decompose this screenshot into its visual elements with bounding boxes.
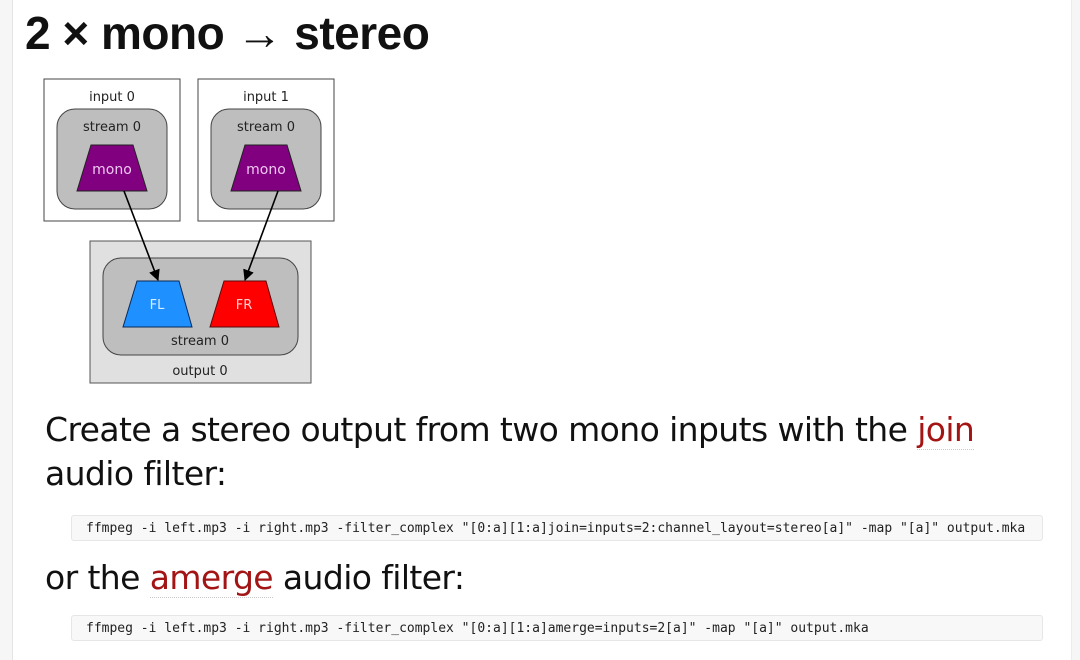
- join-link[interactable]: join: [917, 410, 975, 450]
- section-heading: 2 × mono → stereo: [25, 7, 430, 59]
- input-1-stream-label: stream 0: [237, 120, 295, 135]
- input-0-channel-label: mono: [92, 162, 132, 178]
- output-fr-label: FR: [236, 298, 253, 313]
- output-stream-label: stream 0: [171, 334, 229, 349]
- channel-diagram: input 0 stream 0 mono input 1 stream 0 m…: [43, 78, 335, 384]
- input-1-mono-node: [230, 144, 302, 192]
- amerge-description: or the amerge audio filter:: [45, 556, 1055, 600]
- input-1-channel-label: mono: [246, 162, 286, 178]
- edge-input1-to-fr: [243, 190, 279, 282]
- input-0-box: input 0 stream 0 mono: [43, 78, 181, 222]
- output-fl-label: FL: [150, 298, 165, 313]
- input-0-stream-label: stream 0: [83, 120, 141, 135]
- amerge-link[interactable]: amerge: [149, 558, 274, 598]
- output-0-label: output 0: [172, 364, 227, 379]
- paragraph2-tail: audio filter:: [273, 558, 465, 597]
- paragraph1-text: Create a stereo output from two mono inp…: [45, 410, 918, 449]
- input-0-label: input 0: [89, 90, 135, 105]
- join-code-block: ffmpeg -i left.mp3 -i right.mp3 -filter_…: [71, 515, 1043, 541]
- input-1-box: input 1 stream 0 mono: [197, 78, 335, 222]
- output-fl-node: [122, 280, 193, 328]
- join-description: Create a stereo output from two mono inp…: [45, 408, 1055, 496]
- paragraph2-text: or the: [45, 558, 150, 597]
- content-column: 2 × mono → stereo input 0 stream 0 mono …: [12, 0, 1072, 660]
- amerge-code-block: ffmpeg -i left.mp3 -i right.mp3 -filter_…: [71, 615, 1043, 641]
- input-1-label: input 1: [243, 90, 289, 105]
- edge-input0-to-fl: [123, 190, 160, 282]
- input-0-mono-node: [76, 144, 148, 192]
- output-0-box: FL FR stream 0 output 0: [89, 240, 312, 384]
- paragraph1-tail: audio filter:: [45, 454, 227, 493]
